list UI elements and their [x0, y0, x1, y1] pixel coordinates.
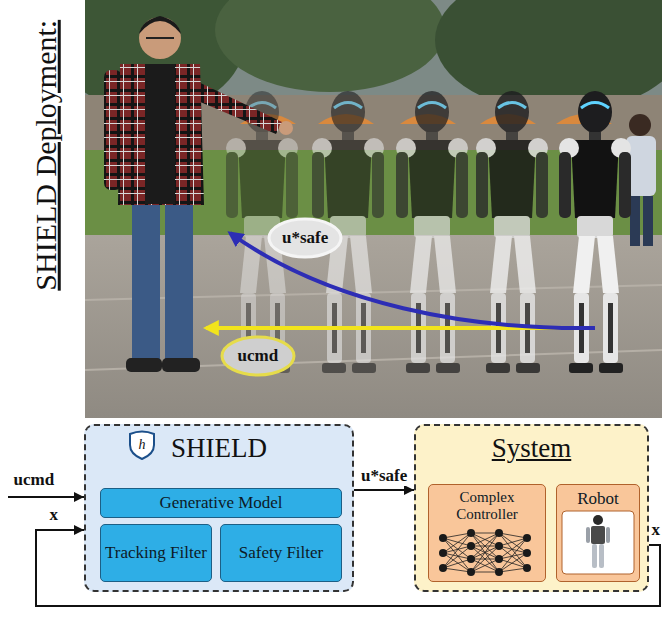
group-title: System — [416, 432, 647, 464]
neural-network-icon — [439, 529, 531, 576]
label-bubble — [222, 337, 294, 375]
signal-label: u*safe — [282, 228, 328, 248]
icon-letter: h — [139, 437, 146, 453]
robot-sequence — [226, 91, 631, 373]
signal-label: ucmd — [238, 346, 279, 366]
box-label: Complex Controller — [429, 489, 545, 524]
module-box: Generative Model — [100, 488, 342, 518]
module-box: Tracking Filter — [100, 524, 212, 582]
section-title: SHIELD Deployment: — [29, 0, 64, 315]
signal-label: ucmd — [14, 470, 55, 490]
signal-label: x — [652, 520, 661, 540]
photo-scene — [85, 0, 662, 418]
label-bubble — [269, 219, 341, 257]
edge-label: x — [48, 505, 61, 525]
shield-icon — [130, 432, 154, 460]
group-title: SHIELD — [86, 432, 352, 464]
input-arrow — [8, 496, 84, 498]
operator-person — [104, 16, 293, 372]
command-arrows — [206, 233, 595, 328]
box-label: Robot — [557, 489, 639, 509]
signal-connector — [354, 489, 414, 491]
robot-icon — [562, 511, 634, 574]
box-label: Generative Model — [155, 493, 286, 513]
box-label: Tracking Filter — [101, 543, 211, 563]
edge-label: u*safe — [359, 466, 409, 486]
module-box: Safety Filter — [220, 524, 342, 582]
group-box: SHIELD Generative ModelTracking Filter Saf… — [84, 424, 354, 592]
box-label: Safety Filter — [235, 543, 328, 563]
